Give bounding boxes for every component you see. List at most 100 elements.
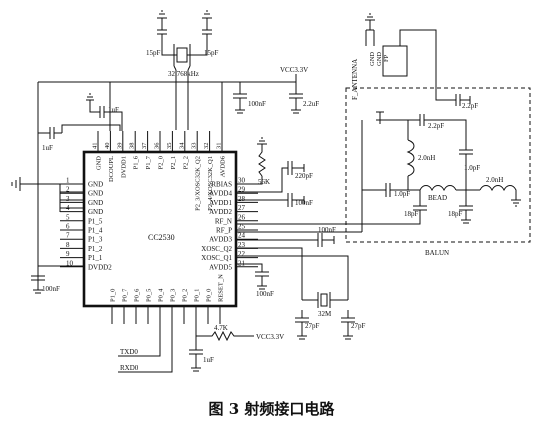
top-pin-number: 31 bbox=[216, 143, 223, 150]
balun-network: 2.2pF 2.2pF 2.0nH 1.0pF 1.0pF BEAD 2.0nH… bbox=[361, 90, 521, 232]
top-pin-label: GND bbox=[96, 156, 103, 170]
label-2-2pf-a: 2.2pF bbox=[462, 102, 478, 110]
right-pin-number: 23 bbox=[238, 241, 246, 249]
right-pin-label: AVDD3 bbox=[209, 236, 232, 244]
left-pin-label: DVDD2 bbox=[88, 263, 112, 271]
label-15pf-right: 15pF bbox=[204, 49, 219, 57]
bottom-pin-label: P0_1 bbox=[194, 289, 201, 302]
cap-100nf-right1: 100nF bbox=[236, 193, 313, 207]
right-pin-number: 26 bbox=[238, 213, 246, 221]
left-pin-number: 8 bbox=[66, 241, 70, 249]
right-pin-label: AVDD2 bbox=[209, 208, 232, 216]
left-pin-label: P1_5 bbox=[88, 217, 103, 225]
bottom-pin-label: P1_0 bbox=[110, 289, 117, 302]
label-100nf-bottom: 100nF bbox=[256, 290, 274, 298]
right-pin-group: 30RBIAS29AVDD428AVDD127AVDD226RF_N25RF_P… bbox=[201, 177, 258, 271]
top-pin-label: P2_1 bbox=[170, 156, 177, 169]
bottom-pin-label: P0_3 bbox=[170, 289, 177, 302]
label-2-0nh-a: 2.0nH bbox=[418, 154, 435, 162]
left-pin-label: GND bbox=[88, 208, 103, 216]
left-pin-label: P1_2 bbox=[88, 245, 103, 253]
cap-100nf-left: 100nF bbox=[31, 265, 84, 294]
label-1uf-left: 1uF bbox=[42, 144, 53, 152]
reset-network: 4.7K VCC3.3V 1uF bbox=[189, 306, 284, 372]
top-pin-number: 38 bbox=[129, 143, 136, 150]
top-pin-number: 34 bbox=[178, 142, 185, 149]
label-56k: 56K bbox=[258, 178, 270, 186]
left-pin-label: P1_1 bbox=[88, 254, 103, 262]
balun-box bbox=[345, 87, 531, 243]
label-1uf-bottom: 1uF bbox=[203, 356, 214, 364]
top-pin-number: 33 bbox=[191, 143, 198, 150]
top-pin-label: P2_2 bbox=[182, 156, 189, 169]
top-pin-number: 40 bbox=[104, 143, 111, 150]
figure-caption: 图 3 射频接口电路 bbox=[208, 400, 335, 418]
label-100nf-top: 100nF bbox=[248, 100, 266, 108]
label-1uf-top: 1uF bbox=[108, 106, 119, 114]
bottom-pin-label: P0_6 bbox=[134, 288, 141, 302]
left-pin-label: P1_3 bbox=[88, 236, 103, 244]
label-2-0nh-b: 2.0nH bbox=[486, 176, 503, 184]
bottom-pin-label: RESET_N bbox=[218, 274, 225, 302]
bottom-pin-label: P0_2 bbox=[182, 289, 189, 302]
right-pin-number: 22 bbox=[238, 250, 246, 258]
left-pin-number: 5 bbox=[66, 213, 70, 221]
top-pin-number: 37 bbox=[141, 142, 148, 149]
right-pin-label: RBIAS bbox=[211, 181, 232, 189]
label-ant-fp: FP bbox=[383, 54, 390, 62]
label-2-2pf-b: 2.2pF bbox=[428, 122, 444, 130]
label-27pf-left: 27pF bbox=[305, 322, 320, 330]
right-pin-label: XOSC_Q2 bbox=[201, 245, 232, 253]
right-pin-label: AVDD4 bbox=[209, 190, 232, 198]
cap-1uf-left: 1uF bbox=[37, 124, 121, 285]
label-15pf-left: 15pF bbox=[146, 49, 161, 57]
label-220pf: 220pF bbox=[295, 172, 313, 180]
label-18pf-b: 18pF bbox=[448, 210, 463, 218]
right-pin-label: RF_P bbox=[216, 227, 232, 235]
label-27pf-right: 27pF bbox=[351, 322, 366, 330]
label-1-0pf-b: 1.0pF bbox=[394, 190, 410, 198]
top-pin-label: P2_0 bbox=[158, 156, 165, 169]
top-pin-label: AVDD6 bbox=[220, 155, 227, 177]
label-crystal-32k: 32.768kHz bbox=[168, 70, 199, 78]
top-pin-number: 36 bbox=[154, 142, 161, 149]
left-ground-net bbox=[11, 177, 84, 212]
label-100nf-right1: 100nF bbox=[295, 199, 313, 207]
right-pin-label: XOSC_Q1 bbox=[201, 254, 232, 262]
chip-name: CC2530 bbox=[148, 233, 175, 242]
top-pin-number: 39 bbox=[116, 143, 123, 150]
label-18pf-a: 18pF bbox=[404, 210, 419, 218]
top-pin-label: DCOUPL bbox=[108, 156, 115, 182]
bottom-pin-label: P0_4 bbox=[158, 288, 165, 302]
cap-220pf: 220pF bbox=[236, 161, 313, 193]
left-pin-number: 9 bbox=[66, 250, 70, 258]
label-txd0: TXD0 bbox=[120, 348, 138, 356]
right-pin-number: 24 bbox=[238, 232, 246, 240]
top-pin-label: DVDD1 bbox=[120, 156, 127, 178]
right-pin-number: 25 bbox=[238, 223, 246, 231]
label-balun: BALUN bbox=[425, 249, 449, 257]
cap-100nf-bottom: 100nF bbox=[236, 263, 274, 298]
left-pin-number: 3 bbox=[66, 195, 70, 203]
top-pin-number: 35 bbox=[166, 143, 173, 150]
bottom-pin-label: P0_0 bbox=[206, 289, 213, 302]
rf-lines bbox=[236, 223, 362, 233]
right-pin-label: AVDD5 bbox=[209, 263, 232, 271]
label-1-0pf-a: 1.0pF bbox=[464, 164, 480, 172]
label-antenna: F_ANTENNA bbox=[351, 59, 359, 100]
crystal-32m-network: 32M 27pF 27pF bbox=[236, 247, 366, 340]
right-pin-number: 21 bbox=[238, 259, 246, 267]
cap-100nf-right2: 100nF bbox=[236, 226, 336, 247]
label-vcc-top: VCC3.3V bbox=[280, 66, 308, 74]
right-pin-label: AVDD1 bbox=[209, 199, 232, 207]
label-ant-gnd2: GND bbox=[376, 52, 383, 66]
left-pin-number: 2 bbox=[66, 186, 70, 194]
label-bead: BEAD bbox=[428, 194, 447, 202]
left-pin-number: 6 bbox=[66, 223, 70, 231]
left-pin-label: GND bbox=[88, 199, 103, 207]
label-4-7k: 4.7K bbox=[214, 324, 228, 332]
label-32m: 32M bbox=[318, 310, 332, 318]
rbias-resistor: 56K bbox=[236, 137, 270, 186]
top-pin-number: 32 bbox=[203, 143, 210, 150]
